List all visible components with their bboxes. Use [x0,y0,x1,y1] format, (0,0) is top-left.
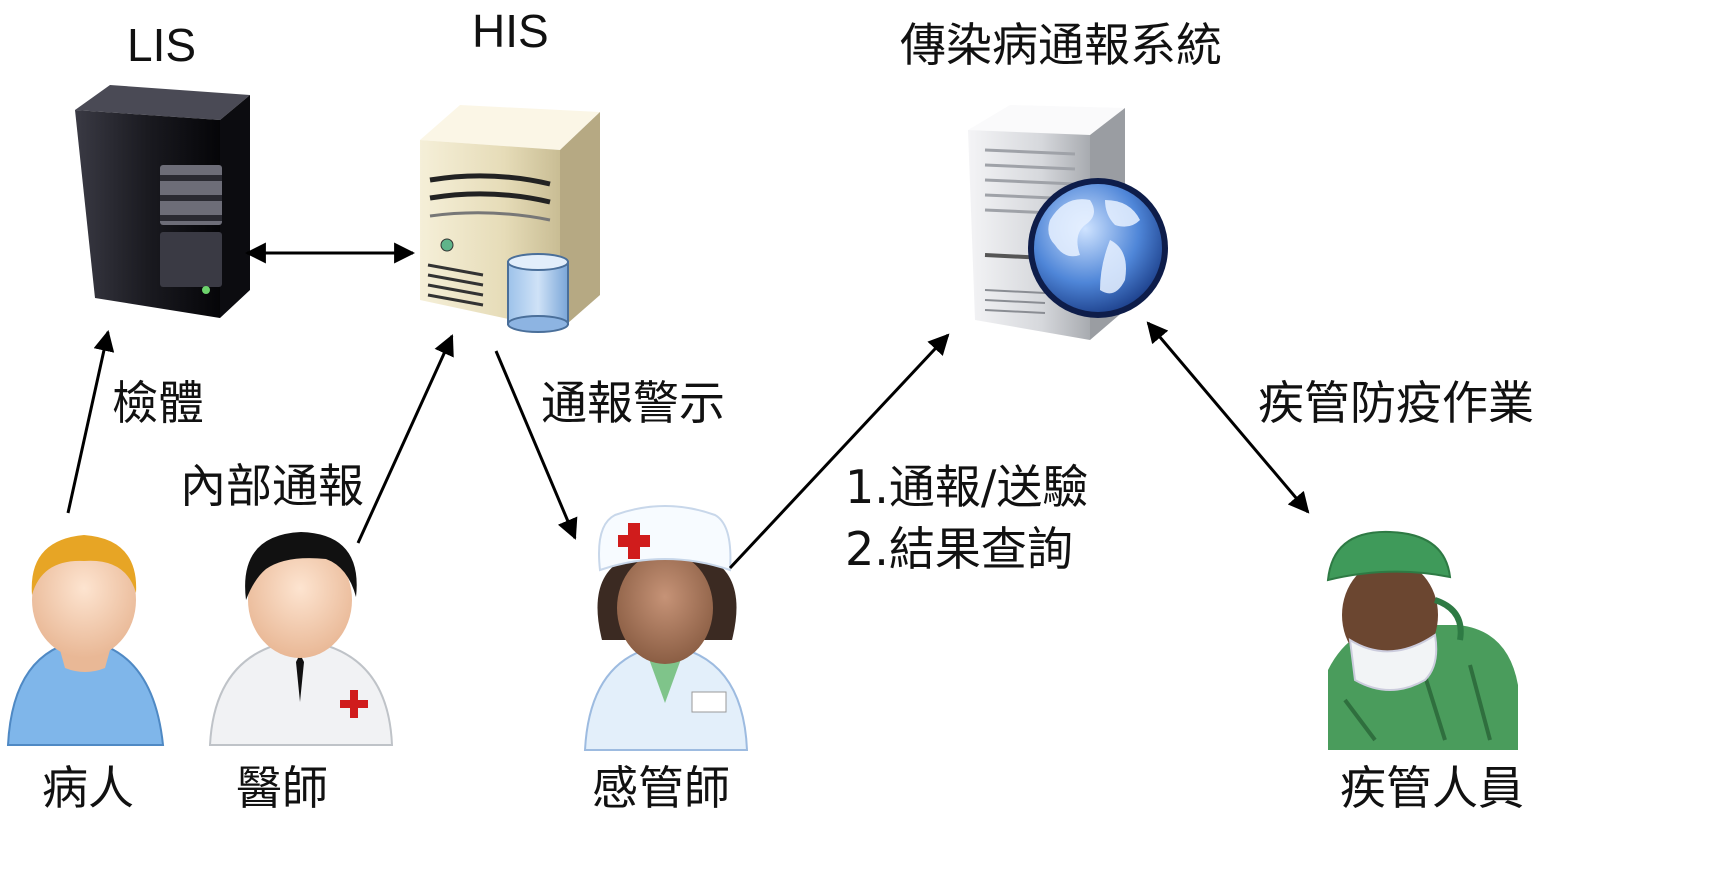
report-steps-list: 1.通報/送驗 2.結果查詢 [845,456,1088,580]
arrow-cdc-work [1146,321,1310,514]
cdc-staff-icon [1326,530,1518,750]
specimen-label: 檢體 [112,376,204,430]
cdc-work-label: 疾管防疫作業 [1258,376,1534,430]
internal-report-label: 內部通報 [180,459,364,513]
patient-icon [6,535,165,746]
doctor-label: 醫師 [236,761,328,815]
report-system-server-icon [968,105,1168,340]
cdc-staff-label: 疾管人員 [1340,761,1524,815]
report-step-1: 1.通報/送驗 [845,460,1089,514]
report-system-title: 傳染病通報系統 [900,18,1222,72]
lis-server-icon [75,85,250,318]
arrow-specimen [66,329,115,514]
lis-title: LIS [127,19,197,71]
his-server-icon [420,105,600,333]
his-title: HIS [472,5,549,57]
report-step-2: 2.結果查詢 [845,522,1073,576]
doctor-icon [208,532,394,746]
patient-label: 病人 [42,761,134,815]
arrow-internal-report [356,334,454,544]
infection-nurse-icon [583,505,749,751]
arrow-report-query [728,333,950,570]
report-alert-label: 通報警示 [541,376,725,430]
arrow-report-alert [494,350,578,540]
infection-nurse-label: 感管師 [592,761,730,815]
